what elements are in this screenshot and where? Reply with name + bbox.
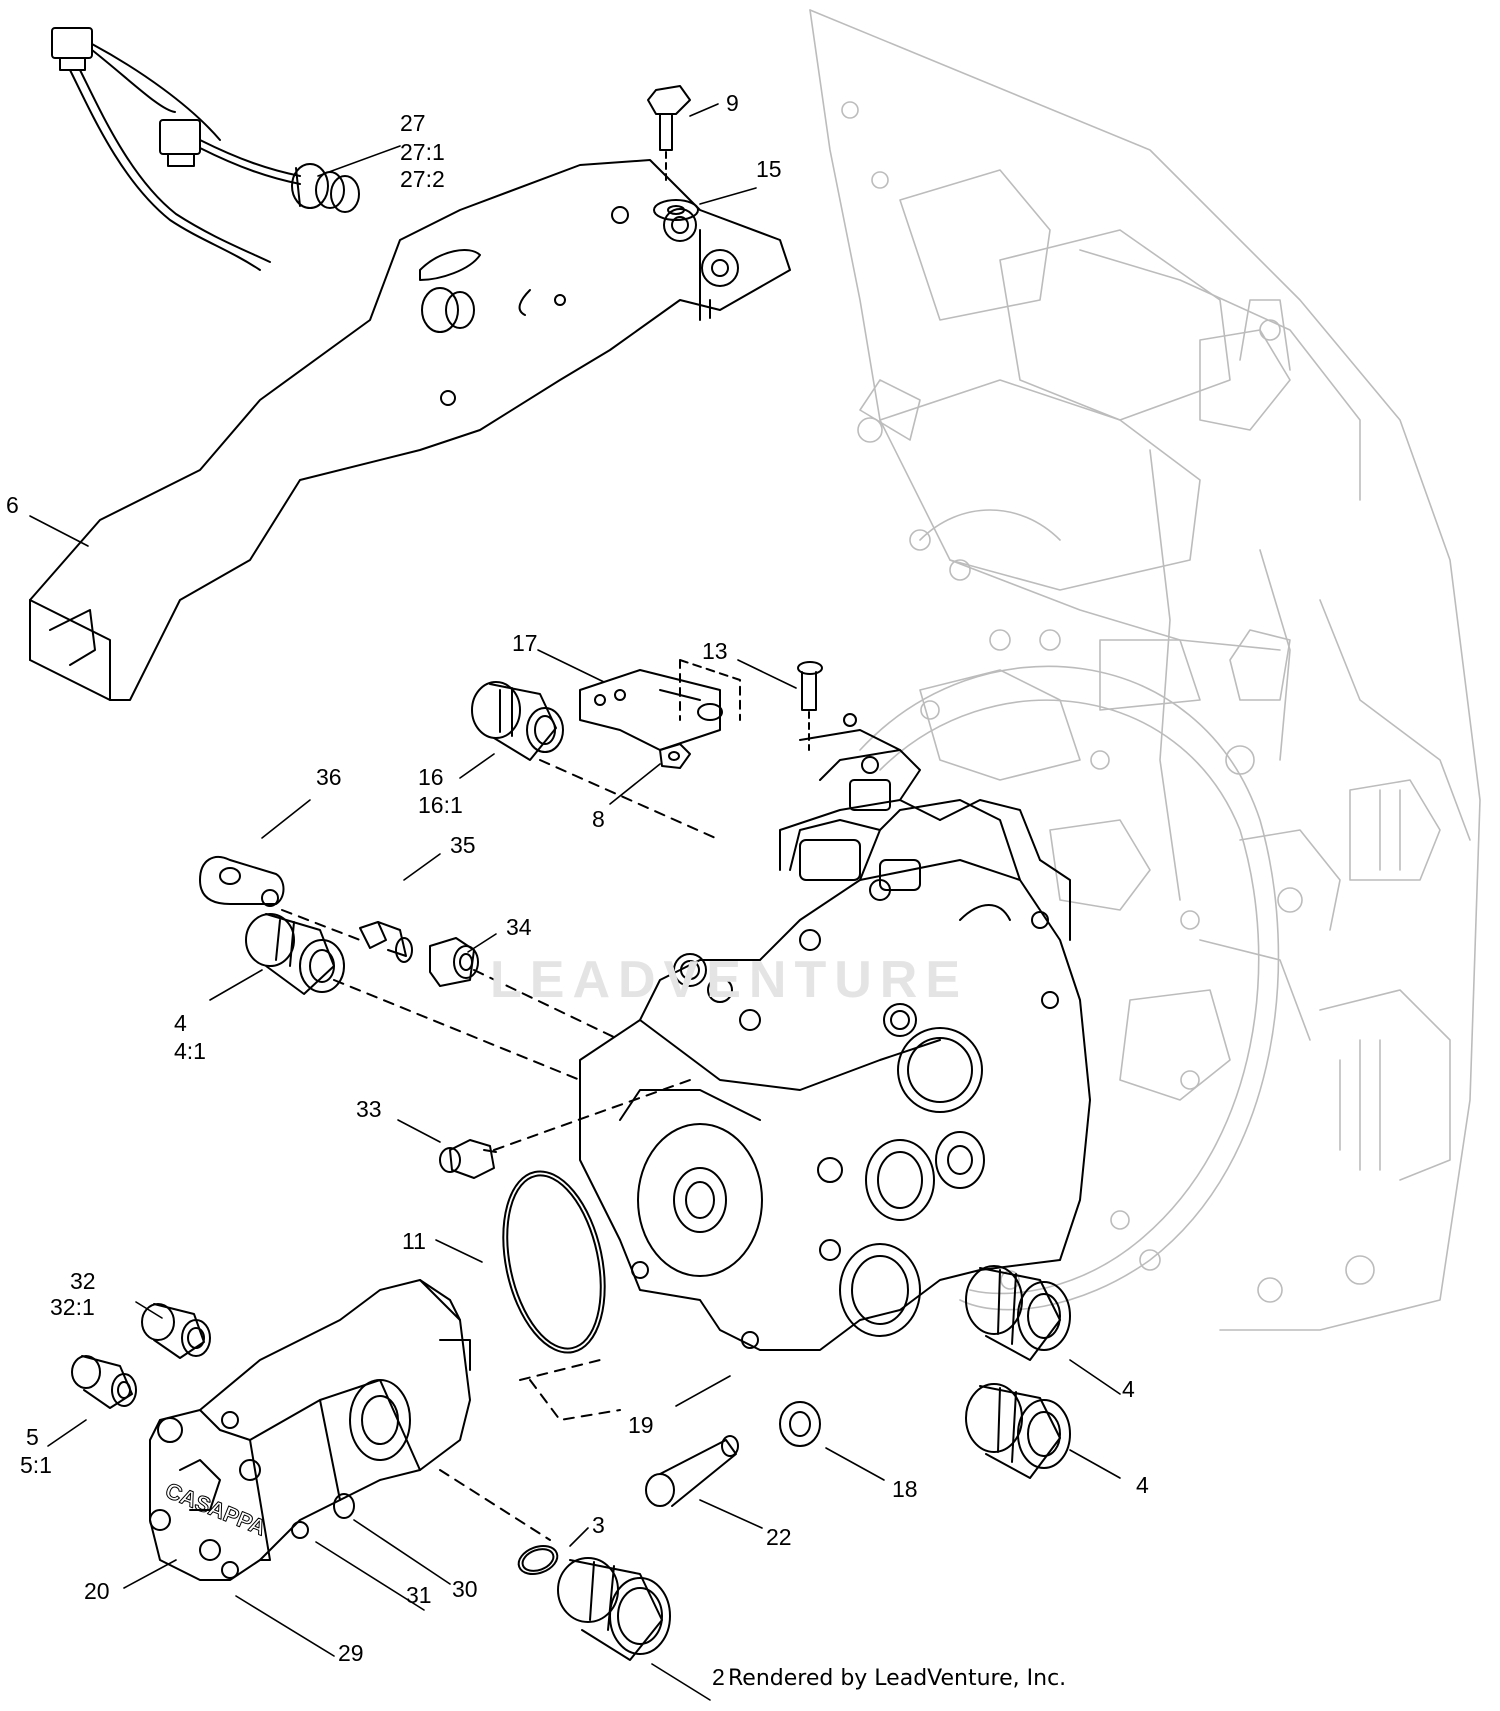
clamp-36 xyxy=(199,855,285,907)
o-ring-11 xyxy=(502,1170,606,1354)
wire-harness-27 xyxy=(51,27,360,271)
callout-8: 8 xyxy=(592,806,605,832)
callout-4-right-lower: 4 xyxy=(1136,1472,1149,1498)
fitting-16-dashline xyxy=(539,759,721,841)
callout-5: 5 xyxy=(26,1424,39,1450)
clamp-36-dashline xyxy=(281,909,361,941)
callout-27-2: 27:2 xyxy=(400,166,445,192)
callout-5-1: 5:1 xyxy=(20,1452,52,1478)
fitting-4-left xyxy=(245,913,345,995)
callout-31: 31 xyxy=(406,1582,432,1608)
callout-27-1: 27:1 xyxy=(400,139,445,165)
nut-8 xyxy=(659,743,691,769)
callout-32: 32 xyxy=(70,1268,96,1294)
watermark: LEADVENTURE xyxy=(490,951,969,1009)
fitting-34-dashline xyxy=(473,969,621,1041)
o-ring-3 xyxy=(517,1544,559,1576)
callout-4-left: 4 xyxy=(174,1010,187,1036)
bolt-13 xyxy=(797,661,823,751)
callout-18: 18 xyxy=(892,1476,918,1502)
callout-35: 35 xyxy=(450,832,476,858)
callout-9: 9 xyxy=(726,90,739,116)
callout-17: 17 xyxy=(512,630,538,656)
callout-20: 20 xyxy=(84,1578,110,1604)
washer-15 xyxy=(653,199,699,221)
spacer-18 xyxy=(779,1401,821,1447)
gear-pump-dashline-1 xyxy=(529,1379,621,1421)
callout-11: 11 xyxy=(402,1228,426,1254)
fitting-4-right-lower xyxy=(965,1383,1071,1479)
render-credit: Rendered by LeadVenture, Inc. xyxy=(728,1666,1067,1691)
callout-4-1: 4:1 xyxy=(174,1038,206,1064)
callout-27: 27 xyxy=(400,110,426,136)
callout-16: 16 xyxy=(418,764,444,790)
callout-13: 13 xyxy=(702,638,728,664)
gear-pump-dashline-2 xyxy=(439,1469,551,1541)
hydrostatic-pump-19 xyxy=(579,713,1091,1351)
callout-15: 15 xyxy=(756,156,782,182)
callout-2: 2 xyxy=(712,1664,725,1690)
casappa-brand-mark: CASAPPA xyxy=(162,1478,270,1541)
callout-4-right-upper: 4 xyxy=(1122,1376,1135,1402)
callout-29: 29 xyxy=(338,1640,364,1666)
callout-16-1: 16:1 xyxy=(418,792,463,818)
fitting-4-left-dashline xyxy=(333,979,581,1081)
fitting-2 xyxy=(557,1557,671,1661)
bracket-plate-6 xyxy=(29,159,791,701)
capscrew-22 xyxy=(645,1435,739,1507)
fitting-34 xyxy=(429,937,479,987)
callout-22: 22 xyxy=(766,1524,792,1550)
bracket-17-dashline xyxy=(679,659,741,721)
callout-6: 6 xyxy=(6,492,19,518)
fitting-35 xyxy=(359,921,413,963)
callout-33: 33 xyxy=(356,1096,382,1122)
oring-dashline xyxy=(519,1359,601,1381)
leader-lines xyxy=(29,103,1121,1701)
engine-ghost-outline xyxy=(809,9,1481,1331)
callout-36: 36 xyxy=(316,764,342,790)
callout-34: 34 xyxy=(506,914,532,940)
fitting-33 xyxy=(439,1139,497,1179)
callout-19: 19 xyxy=(628,1412,654,1438)
callout-3: 3 xyxy=(592,1512,605,1538)
callout-30: 30 xyxy=(452,1576,478,1602)
fitting-16 xyxy=(471,681,564,761)
callout-32-1: 32:1 xyxy=(50,1294,95,1320)
pump-bracket-17 xyxy=(579,669,723,751)
gear-pump-20 xyxy=(149,1279,471,1581)
bolt-9 xyxy=(647,85,691,186)
fitting-32 xyxy=(141,1303,211,1359)
fitting-4-right-upper xyxy=(965,1265,1071,1361)
fitting-5 xyxy=(71,1355,137,1409)
